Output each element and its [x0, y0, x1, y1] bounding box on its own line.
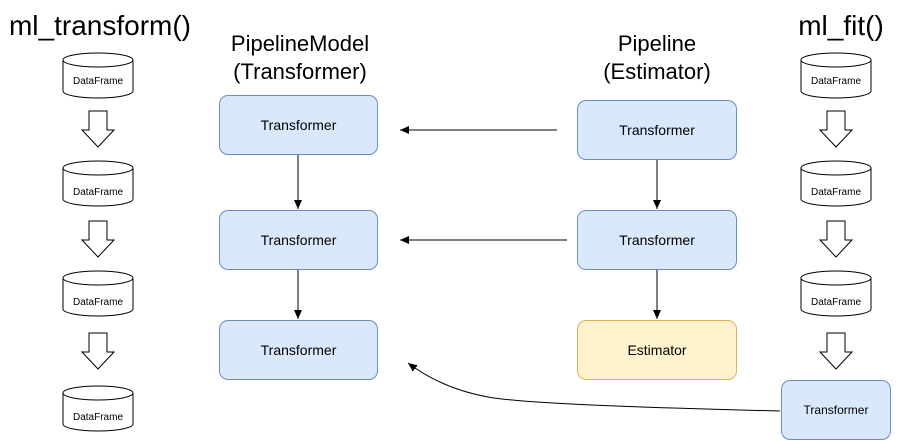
pipeline-title-line2: (Estimator)	[603, 58, 711, 84]
transform-dataframe-2: DataFrame	[62, 160, 134, 207]
model-stage-2: Transformer	[219, 210, 378, 270]
pipeline-model-title-line2: (Transformer)	[233, 58, 367, 84]
pipeline-title: Pipeline (Estimator)	[557, 30, 757, 85]
transform-dataframe-1: DataFrame	[62, 52, 134, 99]
transform-dataframe-4-label: DataFrame	[73, 412, 123, 423]
transform-dataframe-4: DataFrame	[62, 385, 134, 432]
fit-down-arrow-2	[818, 220, 854, 258]
transform-down-arrow-3	[80, 332, 116, 370]
pipeline-model-title-line1: PipelineModel	[230, 31, 370, 56]
fit-dataframe-3-label: DataFrame	[811, 297, 861, 308]
model-stage-3: Transformer	[219, 320, 378, 380]
fit-dataframe-2: DataFrame	[800, 160, 872, 207]
fitted-transformer-arrow	[407, 362, 781, 412]
fit-down-arrow-1	[818, 110, 854, 148]
fit-dataframe-1-label: DataFrame	[811, 76, 861, 87]
fit-dataframe-1: DataFrame	[800, 52, 872, 99]
fit-output-transformer: Transformer	[781, 380, 891, 440]
pipeline-title-line1: Pipeline	[617, 31, 697, 56]
model-stage-1: Transformer	[219, 95, 378, 155]
transform-dataframe-3-label: DataFrame	[73, 297, 123, 308]
pipeline-stage-1: Transformer	[577, 100, 737, 160]
transform-down-arrow-2	[80, 220, 116, 258]
fit-dataframe-3: DataFrame	[800, 270, 872, 317]
pipeline-stage-2: Transformer	[577, 210, 737, 270]
transform-down-arrow-1	[80, 110, 116, 148]
ml-fit-title: ml_fit()	[798, 10, 884, 41]
pipeline-stage-3-estimator: Estimator	[577, 320, 737, 380]
transform-dataframe-3: DataFrame	[62, 270, 134, 317]
transform-dataframe-2-label: DataFrame	[73, 187, 123, 198]
fit-down-arrow-3	[818, 332, 854, 370]
ml-transform-title: ml_transform()	[8, 10, 191, 41]
transform-dataframe-1-label: DataFrame	[73, 76, 123, 87]
fit-dataframe-2-label: DataFrame	[811, 187, 861, 198]
pipeline-model-title: PipelineModel (Transformer)	[200, 30, 400, 85]
